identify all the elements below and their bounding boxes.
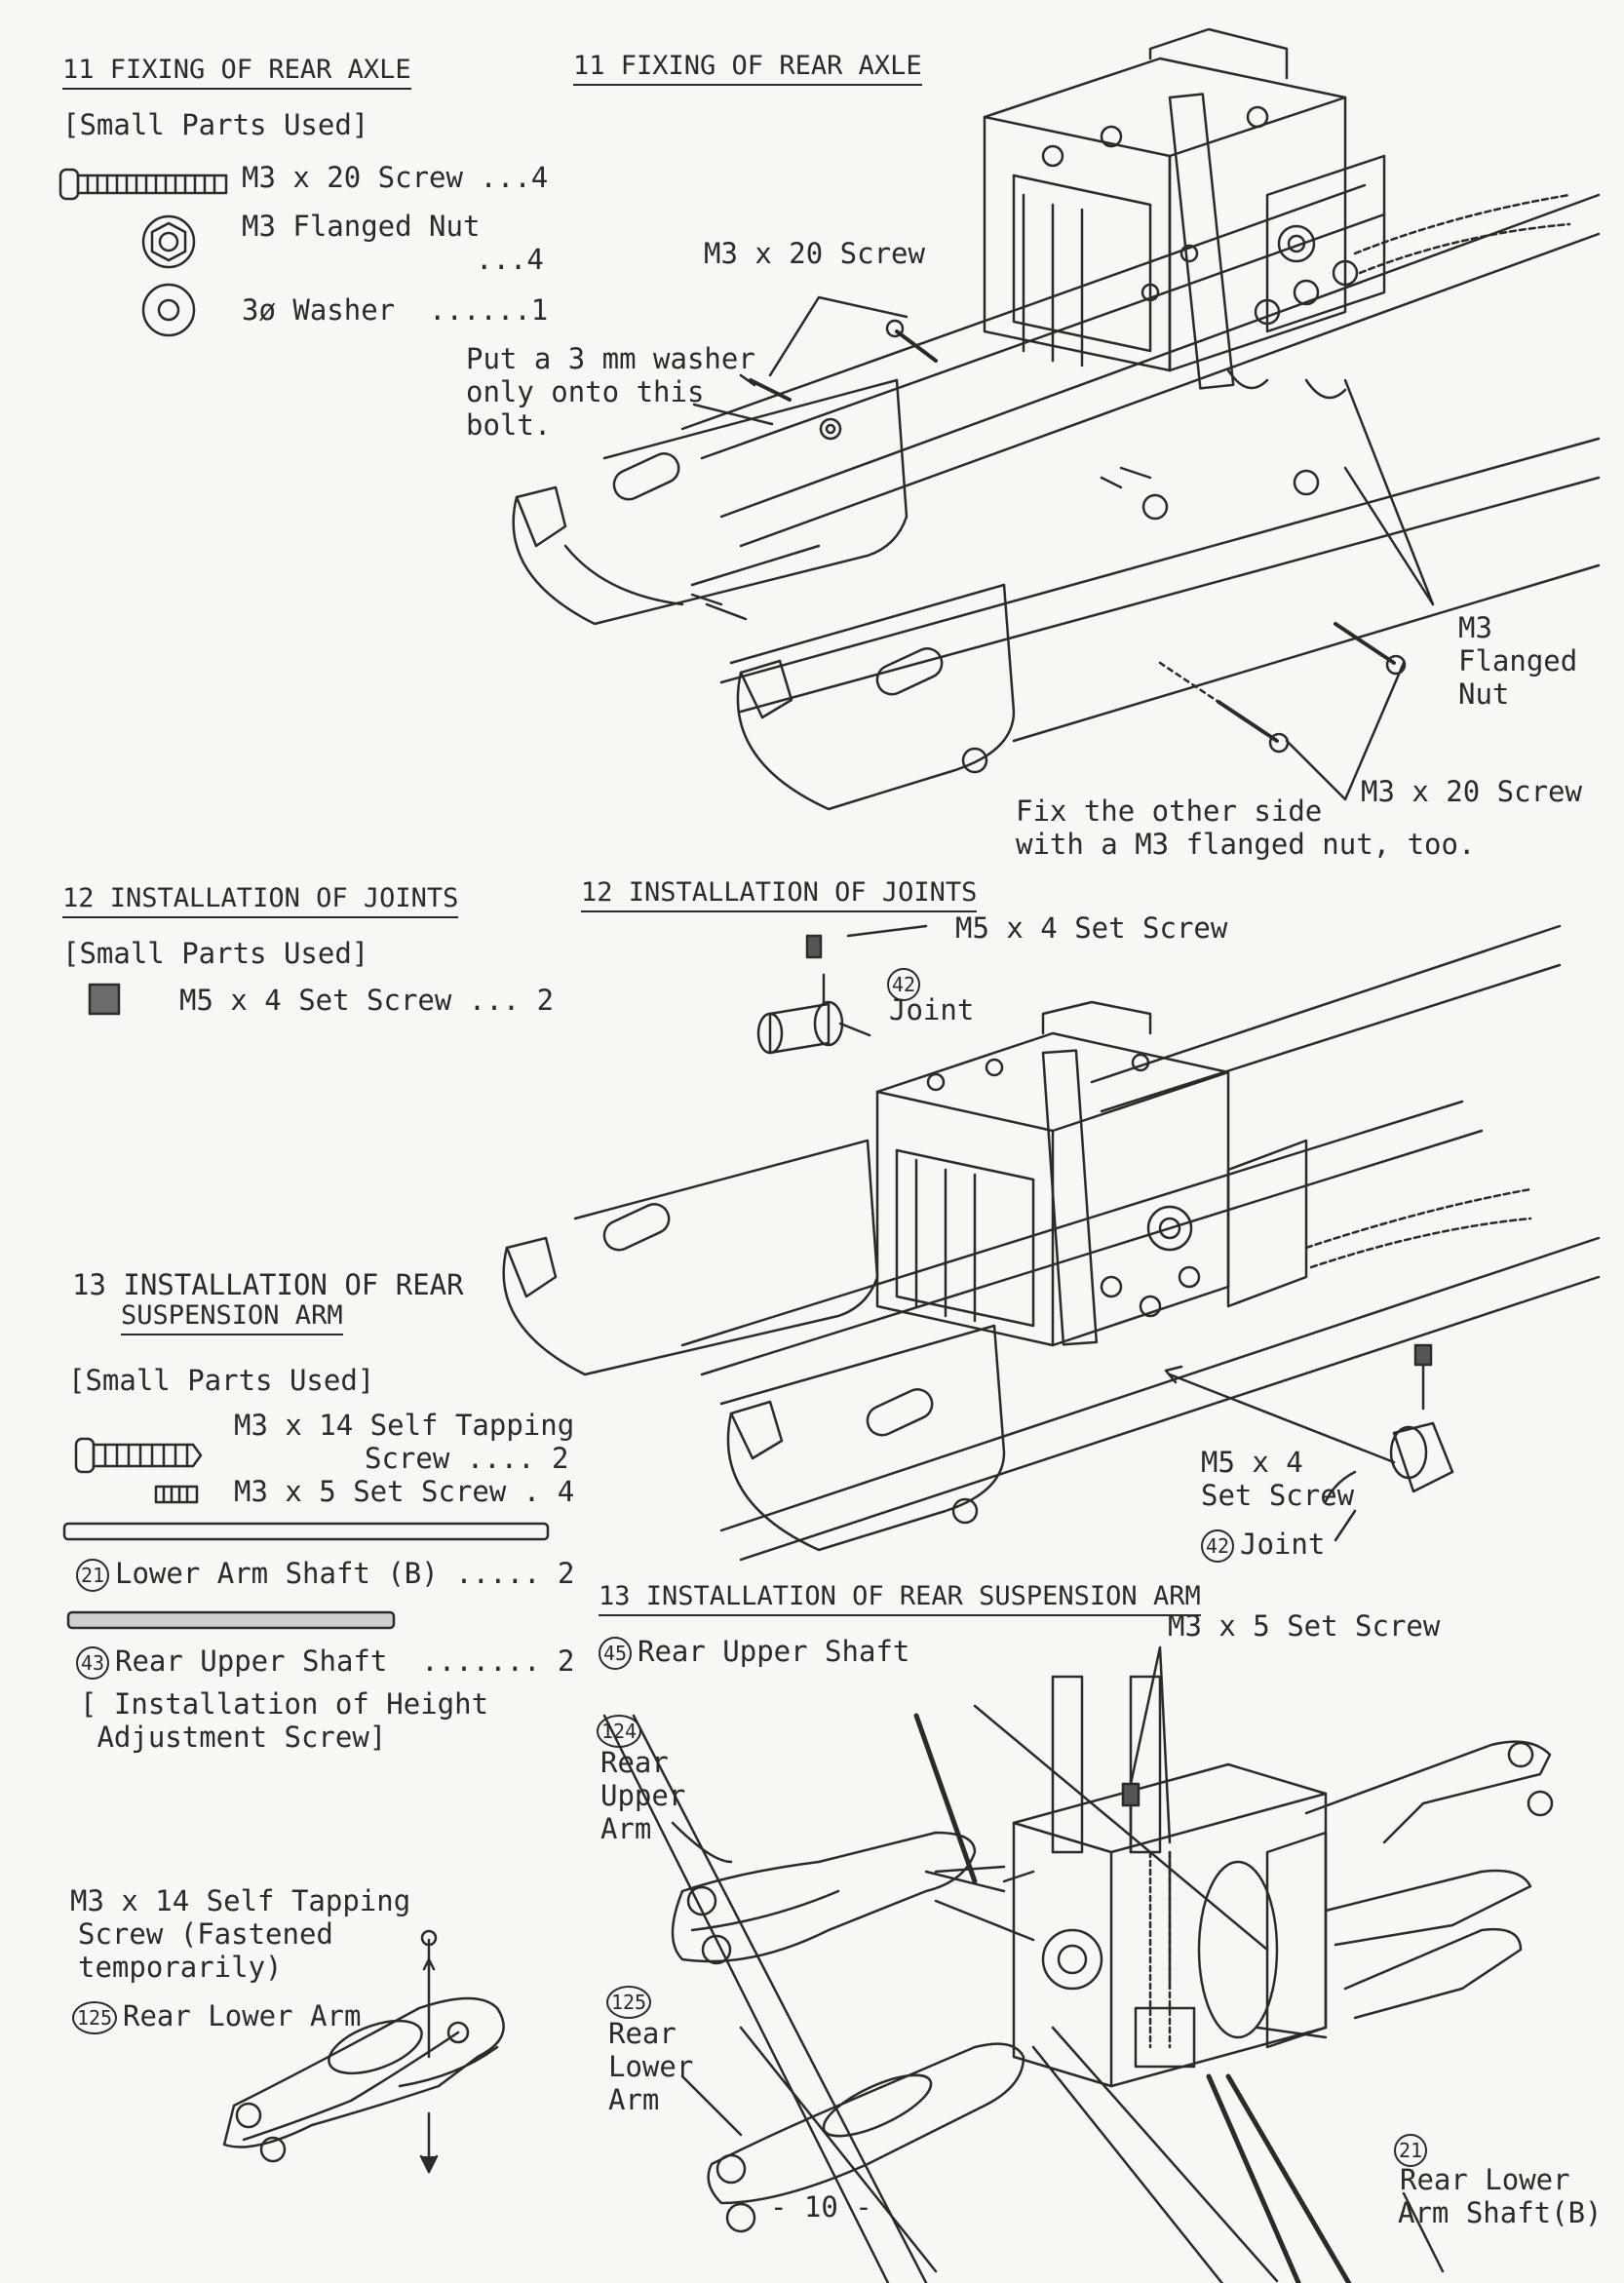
part-number-badge: 21 <box>76 1559 109 1592</box>
s11-washer-label: 3ø Washer ......1 <box>242 293 549 327</box>
d12-heading: 12 INSTALLATION OF JOINTS <box>581 877 978 912</box>
rear-axle-assembly-diagram <box>512 27 1601 811</box>
d11-heading: 11 FIXING OF REAR AXLE <box>573 51 922 86</box>
s13-tap-note-line2: Screw (Fastened <box>78 1917 333 1951</box>
s13-heading-line2: SUSPENSION ARM <box>121 1300 343 1335</box>
rear-lower-arm-small-illustration <box>222 1929 505 2174</box>
s13-tapping-count: Screw .... 2 <box>365 1442 569 1475</box>
s12-setscrew-label: M5 x 4 Set Screw ... 2 <box>179 984 555 1017</box>
d13-lower-arm-number: 125 <box>606 1983 657 2019</box>
d13-upper-arm-line2: Upper <box>600 1779 686 1812</box>
s11-heading: 11 FIXING OF REAR AXLE <box>62 55 411 90</box>
d12-setscrew-label-line1: M5 x 4 <box>1201 1446 1303 1479</box>
d13-upper-arm-line3: Arm <box>600 1812 652 1845</box>
d11-washer-note-line2: only onto this <box>466 375 705 408</box>
d12-joint-top-label: 42 <box>887 965 926 1001</box>
set-screw-m3-icon <box>154 1485 199 1504</box>
d13-upper-arm-number: 124 <box>597 1712 647 1748</box>
part-number-badge: 45 <box>599 1637 632 1670</box>
s12-parts-title: [Small Parts Used] <box>62 937 369 970</box>
d13-upper-arm-line1: Rear <box>600 1746 669 1779</box>
d11-nut-label-line3: Nut <box>1458 677 1510 711</box>
d13-lower-arm-line3: Arm <box>608 2083 660 2116</box>
s12-heading: 12 INSTALLATION OF JOINTS <box>62 883 459 918</box>
part-number-badge: 125 <box>72 2001 117 2034</box>
part-number-badge: 124 <box>597 1715 641 1748</box>
s11-nut-label: M3 Flanged Nut <box>242 210 481 243</box>
d13-lower-arm-line2: Lower <box>608 2050 694 2083</box>
s13-tap-note-line3: temporarily) <box>78 1951 283 1984</box>
lower-arm-shaft-icon <box>62 1522 550 1541</box>
part-number-badge: 42 <box>1201 1529 1234 1563</box>
page-number: - 10 - <box>770 2190 872 2224</box>
part-number-badge: 42 <box>887 968 920 1001</box>
rear-suspension-arm-diagram <box>602 1645 1554 2283</box>
s11-screw-label: M3 x 20 Screw ...4 <box>242 161 549 194</box>
d11-washer-note-line3: bolt. <box>466 408 552 442</box>
d11-screw-bottom-label: M3 x 20 Screw <box>1361 775 1582 808</box>
screw-m3x20-icon <box>58 168 228 201</box>
flanged-nut-icon <box>141 214 196 269</box>
d12-setscrew-top-label: M5 x 4 Set Screw <box>955 911 1228 945</box>
rear-upper-shaft-icon <box>66 1610 396 1630</box>
d11-screw-top-label: M3 x 20 Screw <box>704 237 925 270</box>
s11-parts-title: [Small Parts Used] <box>62 108 369 141</box>
s13-parts-title: [Small Parts Used] <box>68 1364 375 1397</box>
d11-fix-note-line2: with a M3 flanged nut, too. <box>1016 828 1476 861</box>
d11-washer-note-line1: Put a 3 mm washer <box>466 342 755 375</box>
d12-joint-top-text: Joint <box>889 993 975 1026</box>
s13-tap-note-line1: M3 x 14 Self Tapping <box>70 1884 411 1917</box>
washer-icon <box>141 283 196 337</box>
set-screw-m5-icon <box>88 983 121 1016</box>
d13-setscrew-label: M3 x 5 Set Screw <box>1168 1609 1441 1643</box>
d13-shaft-label-line1: Rear Lower <box>1400 2163 1570 2196</box>
d11-nut-label-line1: M3 <box>1458 611 1492 644</box>
s13-height-note-line1: [ Installation of Height <box>80 1687 489 1721</box>
joint-installation-diagram <box>502 924 1601 1562</box>
d13-lower-arm-line1: Rear <box>608 2017 677 2050</box>
part-number-badge: 43 <box>76 1646 109 1680</box>
d13-shaft-number: 21 <box>1394 2131 1433 2167</box>
s13-height-note-line2: Adjustment Screw] <box>80 1721 387 1754</box>
s13-tapping-label: M3 x 14 Self Tapping <box>234 1409 575 1442</box>
s13-setscrew-label: M3 x 5 Set Screw . 4 <box>234 1475 575 1508</box>
d11-fix-note-line1: Fix the other side <box>1016 794 1323 828</box>
d13-shaft-label-line2: Arm Shaft(B) <box>1398 2196 1603 2229</box>
part-number-badge: 21 <box>1394 2134 1427 2167</box>
d13-heading: 13 INSTALLATION OF REAR SUSPENSION ARM <box>599 1581 1201 1616</box>
d11-nut-label-line2: Flanged <box>1458 644 1578 677</box>
part-number-badge: 125 <box>606 1986 651 2019</box>
s13-heading-line1: 13 INSTALLATION OF REAR <box>72 1268 464 1301</box>
self-tapping-screw-icon <box>74 1437 203 1474</box>
d12-setscrew-label-line2: Set Screw <box>1201 1479 1355 1512</box>
s11-nut-count: ...4 <box>476 243 544 276</box>
